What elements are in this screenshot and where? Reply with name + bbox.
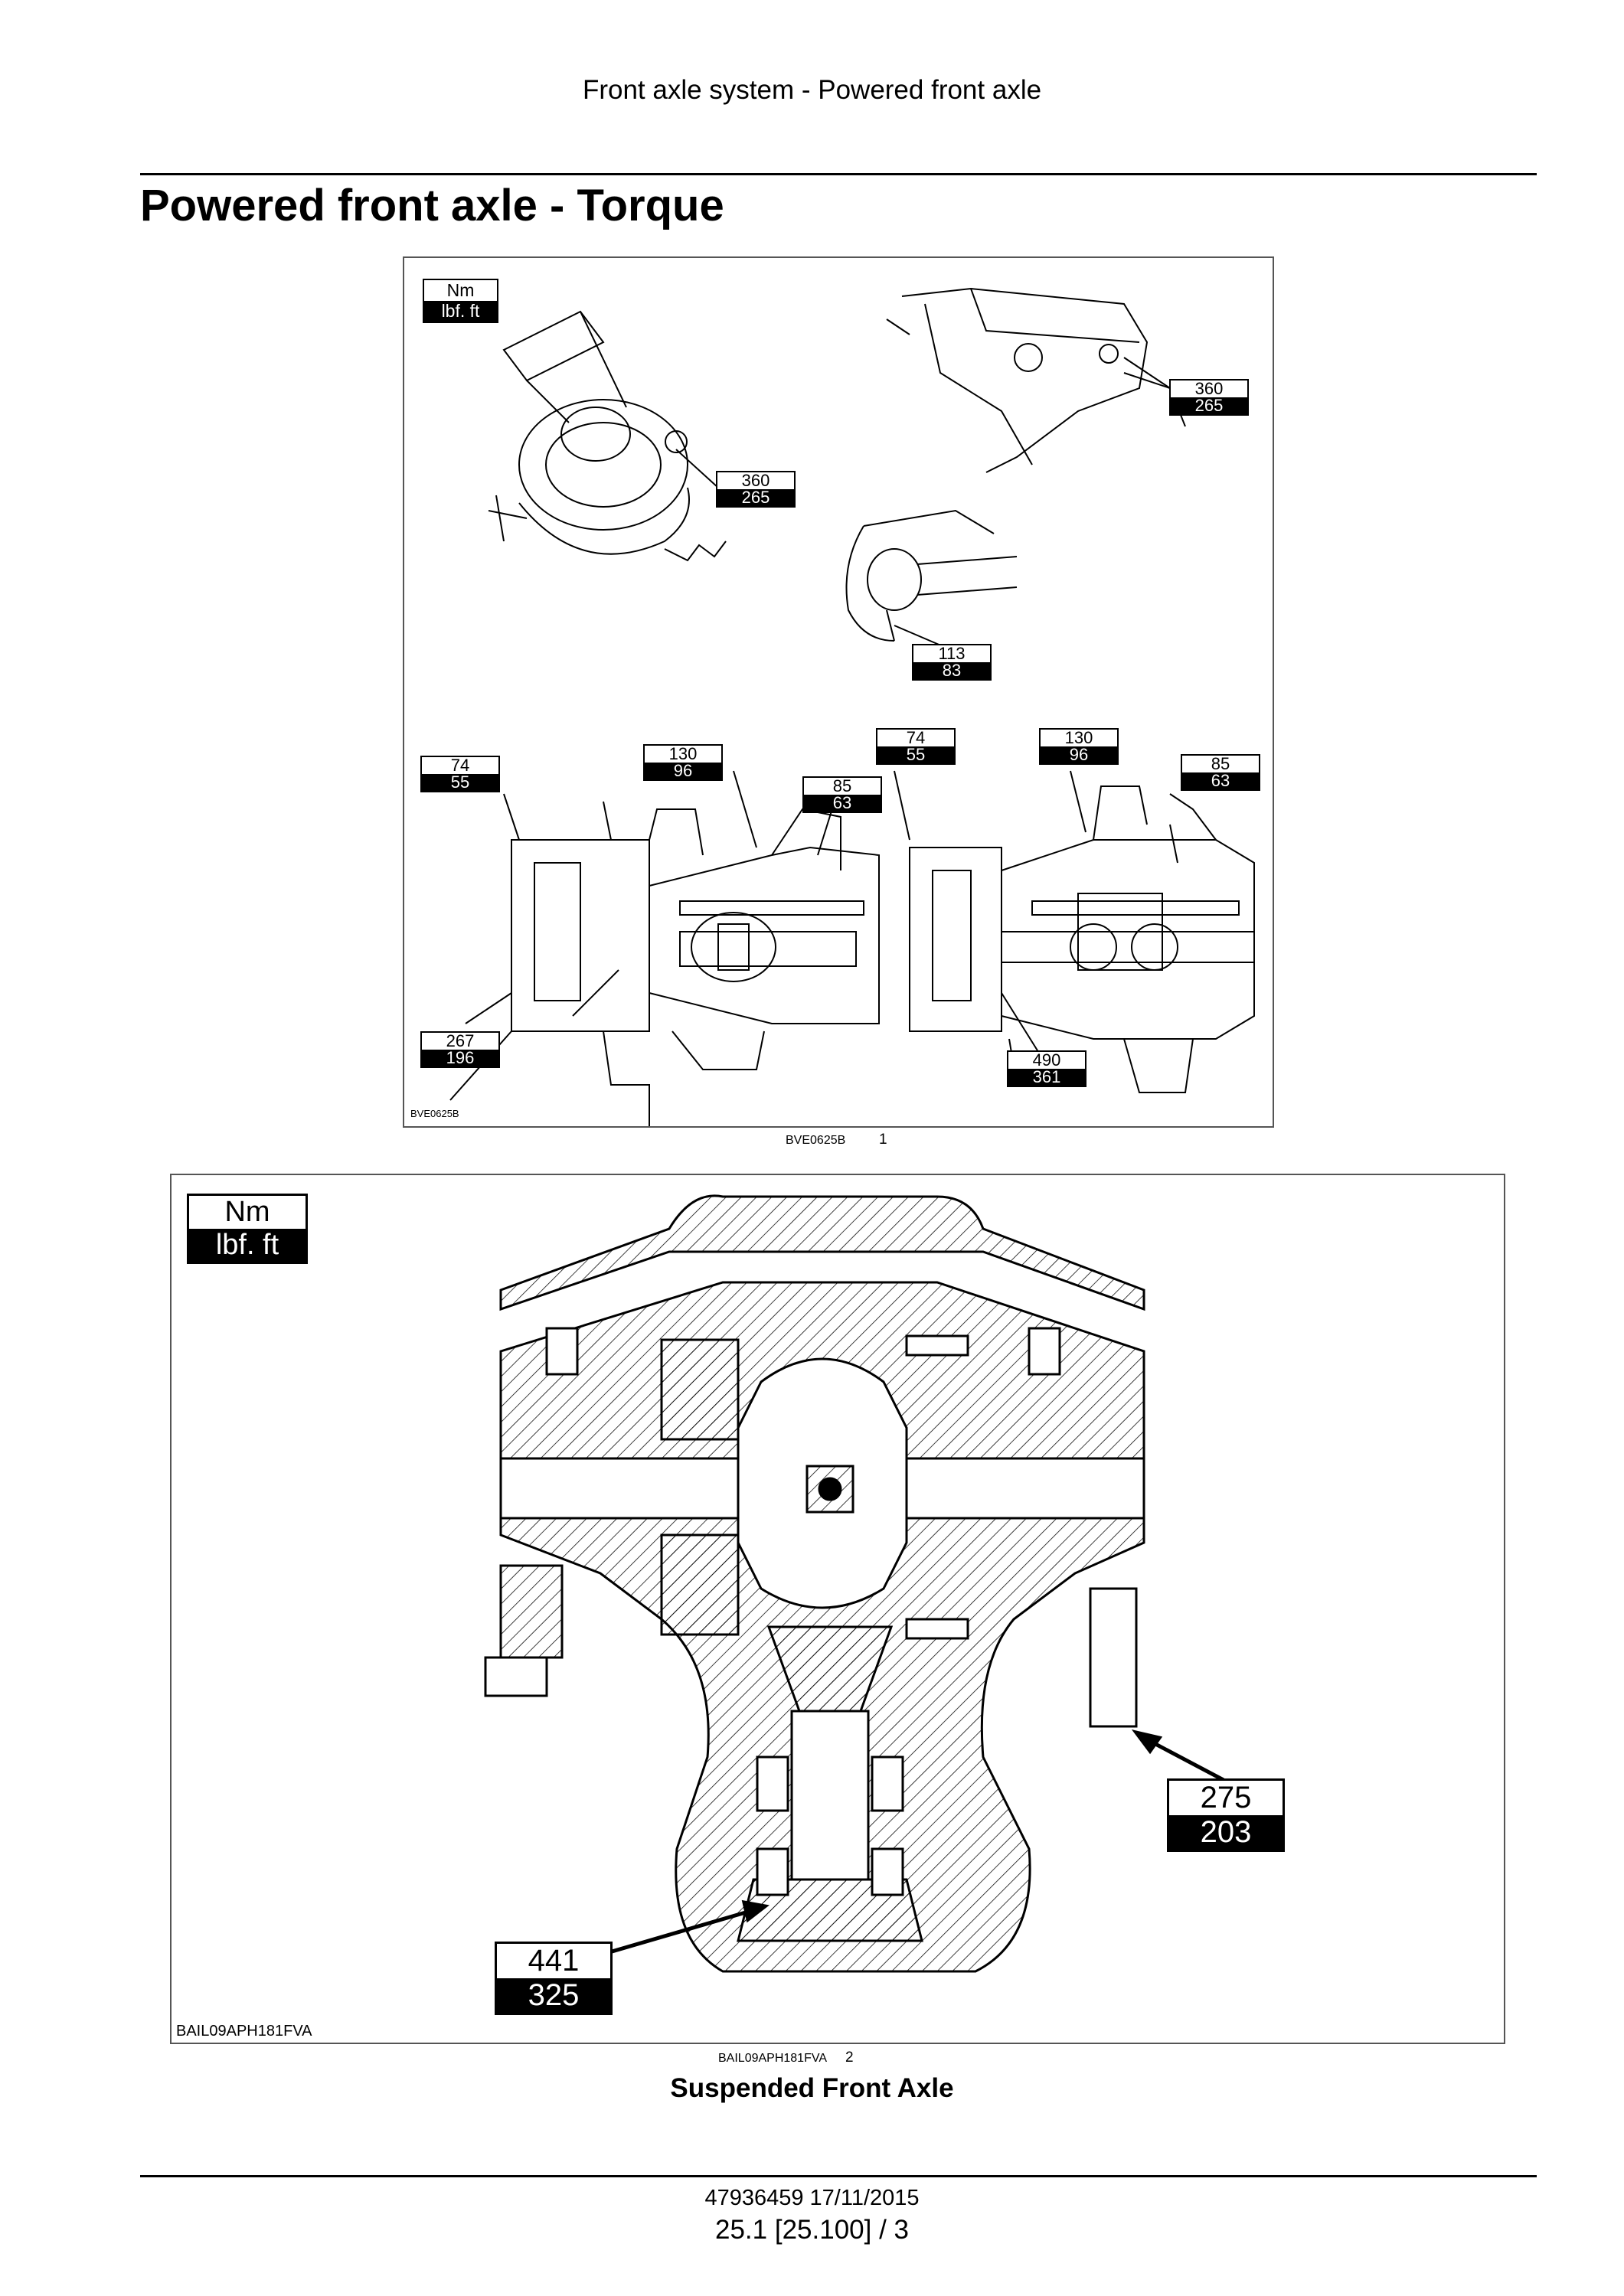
running-header: Front axle system - Powered front axle bbox=[582, 75, 1042, 105]
figure-1-frame: Nm lbf. ft 360 265 360 265 113 83 74 55 … bbox=[403, 256, 1274, 1128]
units-imperial-label: lbf. ft bbox=[189, 1229, 306, 1262]
pinion-shaft bbox=[790, 1710, 870, 1881]
clutch-pack bbox=[660, 1533, 740, 1636]
torque-nm: 130 bbox=[645, 746, 721, 763]
torque-callout: 267 196 bbox=[420, 1031, 500, 1068]
housing-bolt-illustration bbox=[886, 287, 1186, 473]
figure-2-drawing bbox=[484, 1194, 1225, 1985]
torque-nm: 360 bbox=[717, 472, 794, 489]
torque-lbf: 96 bbox=[1041, 746, 1117, 763]
units-metric-label: Nm bbox=[224, 1196, 270, 1228]
figure-2-units-legend: Nm lbf. ft bbox=[187, 1194, 308, 1264]
figure-2-caption-id: BAIL09APH181FVA bbox=[718, 2052, 828, 2065]
torque-nm: 130 bbox=[1041, 730, 1117, 746]
figure-1-caption-id: BVE0625B bbox=[786, 1134, 846, 1147]
page-title: Powered front axle - Torque bbox=[140, 181, 724, 230]
torque-lbf: 96 bbox=[645, 763, 721, 779]
left-cross-section bbox=[449, 801, 880, 1126]
torque-lbf: 196 bbox=[422, 1050, 498, 1066]
torque-nm: 113 bbox=[913, 645, 990, 662]
torque-callout: 74 55 bbox=[876, 728, 956, 765]
figure-2-caption-number: 2 bbox=[845, 2049, 854, 2066]
torque-callout: 360 265 bbox=[1169, 379, 1249, 416]
torque-nm: 441 bbox=[528, 1944, 580, 1978]
torque-callout: 130 96 bbox=[1039, 728, 1119, 765]
figure-1-caption-number: 1 bbox=[879, 1132, 887, 1148]
torque-lbf: 55 bbox=[422, 774, 498, 791]
figure-1-units-legend: Nm lbf. ft bbox=[423, 279, 498, 323]
header-rule bbox=[140, 173, 1537, 175]
figure-2-frame: Nm lbf. ft 275 203 441 325 BAIL09APH181F… bbox=[170, 1174, 1505, 2044]
torque-callout: 490 361 bbox=[1007, 1050, 1086, 1087]
torque-callout: 85 63 bbox=[1181, 754, 1260, 791]
mounting-bolt bbox=[1089, 1587, 1138, 1728]
torque-nm: 74 bbox=[422, 757, 498, 774]
torque-lbf: 325 bbox=[497, 1978, 610, 2013]
torque-callout: 130 96 bbox=[643, 744, 723, 781]
torque-lbf: 63 bbox=[804, 795, 881, 812]
footer-rule bbox=[140, 2175, 1537, 2177]
torque-nm: 490 bbox=[1008, 1052, 1085, 1069]
torque-nm: 85 bbox=[804, 778, 881, 795]
torque-callout: 85 63 bbox=[802, 776, 882, 813]
footer-doc-ref: 47936459 17/11/2015 bbox=[704, 2186, 920, 2210]
torque-nm: 360 bbox=[1171, 380, 1247, 397]
torque-callout: 74 55 bbox=[420, 756, 500, 792]
torque-lbf: 203 bbox=[1169, 1815, 1283, 1850]
torque-nm: 85 bbox=[1182, 756, 1259, 772]
torque-callout: 275 203 bbox=[1167, 1778, 1285, 1852]
torque-nm: 275 bbox=[1200, 1781, 1252, 1814]
figure-2-caption-title: Suspended Front Axle bbox=[670, 2073, 954, 2103]
torque-lbf: 55 bbox=[877, 746, 954, 763]
footer-page-ref: 25.1 [25.100] / 3 bbox=[715, 2215, 909, 2245]
torque-lbf: 63 bbox=[1182, 772, 1259, 789]
torque-callout: 113 83 bbox=[912, 644, 992, 681]
clutch-pack bbox=[660, 1338, 740, 1441]
units-metric-label: Nm bbox=[446, 280, 475, 300]
hub-flange-illustration bbox=[488, 310, 727, 562]
figure-2-inner-id: BAIL09APH181FVA bbox=[176, 2023, 312, 2040]
torque-lbf: 265 bbox=[1171, 397, 1247, 414]
torque-lbf: 361 bbox=[1008, 1069, 1085, 1086]
tie-rod-illustration bbox=[845, 509, 1018, 642]
leader-lines bbox=[503, 357, 1178, 1055]
units-imperial-label: lbf. ft bbox=[424, 301, 497, 322]
torque-nm: 74 bbox=[877, 730, 954, 746]
torque-nm: 267 bbox=[422, 1033, 498, 1050]
torque-lbf: 265 bbox=[717, 489, 794, 506]
torque-lbf: 83 bbox=[913, 662, 990, 679]
figure-1-drawing bbox=[449, 287, 1255, 1126]
torque-callout: 360 265 bbox=[716, 471, 796, 508]
top-cover bbox=[499, 1194, 1145, 1311]
figure-1-inner-id: BVE0625B bbox=[410, 1108, 459, 1119]
right-cross-section bbox=[909, 785, 1255, 1093]
torque-callout: 441 325 bbox=[495, 1942, 613, 2015]
